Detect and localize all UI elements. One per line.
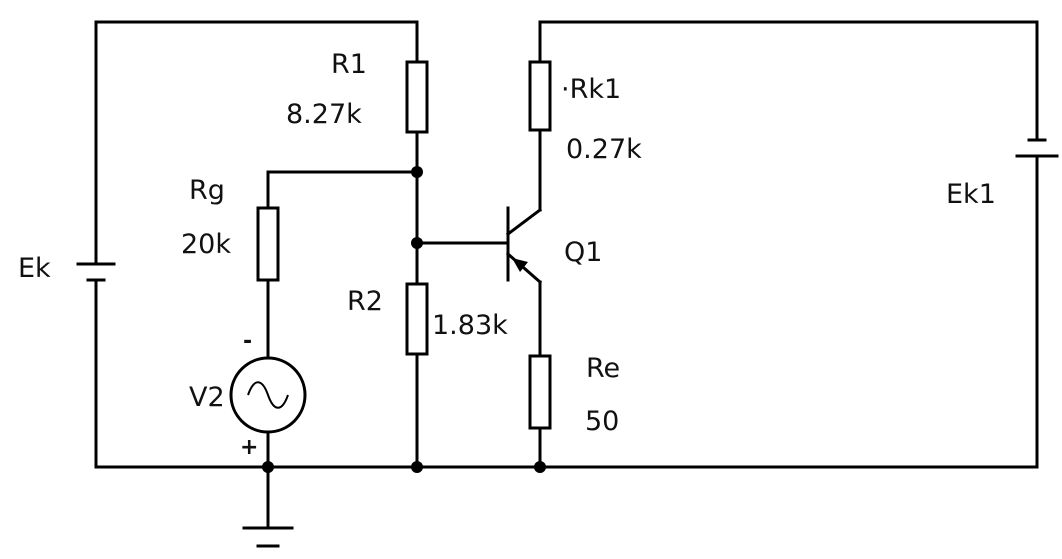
ground-symbol: [242, 526, 294, 548]
label-rg-name: Rg: [189, 175, 225, 206]
label-rk1-name: ·Rk1: [561, 74, 621, 105]
resistor-r2: [405, 282, 429, 356]
wires: [94, 20, 1039, 530]
battery-ek: [76, 262, 116, 282]
label-v2-minus: -: [243, 329, 252, 354]
resistor-rg: [256, 206, 280, 282]
label-ek: Ek: [18, 253, 51, 284]
label-r1-name: R1: [331, 49, 367, 80]
label-re-name: Re: [586, 353, 620, 384]
label-v2: V2: [189, 382, 225, 413]
node-r1-rg: [411, 166, 423, 178]
node-r2-bottom: [411, 461, 423, 473]
label-v2-plus: +: [240, 435, 258, 460]
resistor-rk1: [528, 60, 552, 132]
label-r2-value: 1.83k: [432, 310, 508, 341]
transistor-q1: [505, 206, 543, 285]
ac-source-v2: [229, 356, 307, 434]
wire-rg-top: [266, 170, 419, 210]
resistor-re: [528, 354, 552, 430]
label-ek1: Ek1: [946, 179, 996, 210]
battery-ek1: [1015, 138, 1059, 158]
label-r1-value: 8.27k: [286, 99, 362, 130]
resistor-r1: [405, 60, 429, 134]
label-rk1-value: 0.27k: [566, 134, 642, 165]
q1-emitter-arrow: [512, 258, 528, 272]
label-r2-name: R2: [347, 286, 383, 317]
wire-top-right: [538, 20, 1039, 142]
wire-top-left: [94, 20, 419, 266]
label-re-value: 50: [585, 406, 619, 437]
node-re-bottom: [534, 461, 546, 473]
node-base: [411, 237, 423, 249]
node-ground: [262, 461, 274, 473]
label-rg-value: 20k: [181, 229, 231, 260]
label-q1: Q1: [564, 237, 602, 268]
q1-collector: [505, 207, 543, 237]
